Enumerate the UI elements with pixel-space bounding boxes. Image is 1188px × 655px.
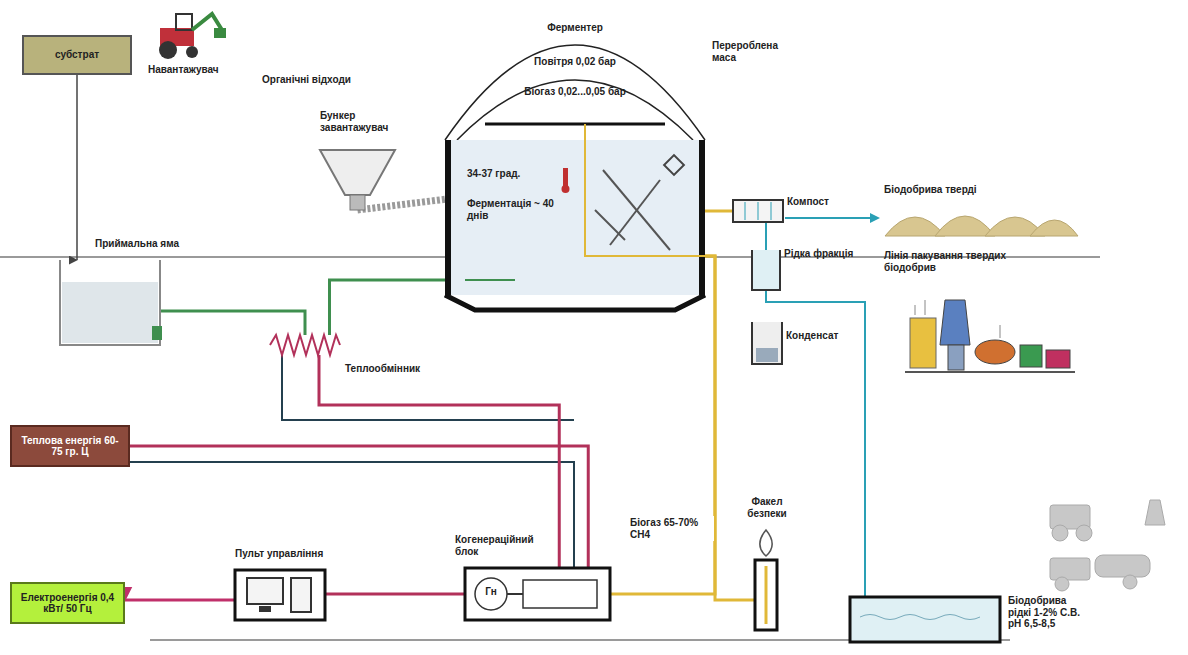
node-title: Приймальна яма bbox=[95, 238, 210, 250]
receiving-pit: Приймальна яма bbox=[60, 260, 160, 345]
electricity-box: Електроенергія 0,4 кВт/ 50 Гц bbox=[10, 582, 125, 624]
loading-hopper-outline bbox=[320, 150, 395, 210]
separator: Компост bbox=[733, 200, 783, 222]
pipe-connector bbox=[610, 256, 715, 594]
node-title: Ферментер bbox=[525, 22, 625, 34]
diagram-label: Навантажувач bbox=[148, 64, 238, 76]
pipe-connector bbox=[765, 222, 767, 250]
safety-flare-outline bbox=[755, 560, 777, 630]
condensate-tank-outline bbox=[752, 322, 782, 364]
compost-arrow bbox=[785, 213, 880, 223]
node-text: Гн bbox=[479, 586, 503, 598]
loading-hopper: Бункер завантажувач bbox=[320, 150, 395, 210]
pipe-connector bbox=[76, 75, 78, 260]
node-title: Компост bbox=[787, 196, 847, 208]
node-title: субстрат bbox=[55, 49, 99, 61]
liquid-fraction-container-outline bbox=[752, 250, 780, 290]
fermenter: ФерментерПовітря 0,02 барБіогаз 0,02...0… bbox=[445, 40, 705, 310]
heat-energy-box: Теплова енергія 60-75 гр. Ц bbox=[10, 425, 130, 467]
pipe-connector bbox=[325, 593, 465, 596]
safety-flare: Факел безпеки bbox=[755, 560, 777, 630]
liquid-fertilizer-tank: Біодобрива рідкі 1-2% С.В. pH 6,5-8,5 bbox=[850, 597, 1000, 642]
node-title: Теплообмінник bbox=[345, 363, 445, 375]
receiving-pit-outline bbox=[60, 260, 160, 345]
tractors-with-tankers bbox=[1050, 500, 1165, 591]
node-text: Повітря 0,02 бар bbox=[530, 56, 620, 68]
node-title: Електроенергія 0,4 кВт/ 50 Гц bbox=[18, 592, 117, 615]
pipe-connector bbox=[160, 311, 305, 335]
node-title: Когенераційний блок bbox=[455, 534, 545, 557]
diagram-label: Біодобрива тверді bbox=[884, 184, 1004, 196]
node-text: 34-37 град. bbox=[467, 168, 557, 180]
node-title: Конденсат bbox=[786, 330, 861, 342]
pipe-connector bbox=[130, 446, 588, 568]
node-text: Ферментація ~ 40 днів bbox=[467, 198, 572, 221]
connector-label: Біогаз 65-70% CH4 bbox=[628, 516, 714, 541]
diagram-label: Органічні відходи bbox=[262, 74, 372, 86]
pipe-connector bbox=[125, 599, 235, 602]
ground-line bbox=[0, 257, 1100, 640]
substrate-box: субстрат bbox=[22, 35, 132, 75]
node-title: Рідка фракція bbox=[784, 248, 869, 260]
pipe-connector bbox=[330, 280, 446, 335]
node-title: Бункер завантажувач bbox=[320, 110, 410, 133]
pipe-connector bbox=[705, 209, 733, 212]
diagram-label: Лінія пакування твердих біодобрив bbox=[884, 250, 1019, 273]
heat-exchanger: Теплообмінник bbox=[270, 335, 340, 355]
node-text: Біогаз 0,02...0,05 бар bbox=[520, 86, 630, 98]
separator-outline bbox=[733, 200, 783, 222]
cogeneration-unit: Когенераційний блокГн bbox=[465, 568, 610, 620]
pipe-connector bbox=[319, 355, 559, 568]
tractor-loader bbox=[159, 14, 226, 59]
return-heat-line bbox=[130, 355, 574, 568]
liquid-fertilizer-tank-outline bbox=[850, 597, 1000, 642]
node-title: Біодобрива рідкі 1-2% С.В. pH 6,5-8,5 bbox=[1008, 595, 1084, 630]
condensate-tank: Конденсат bbox=[752, 322, 782, 364]
pipe-connector bbox=[358, 199, 446, 210]
node-title: Теплова енергія 60-75 гр. Ц bbox=[18, 435, 122, 458]
packing-line-machinery bbox=[905, 300, 1075, 372]
heat-exchanger-outline bbox=[270, 335, 340, 355]
diagram-label: Перероблена маса bbox=[712, 40, 802, 63]
node-title: Пульт управління bbox=[235, 548, 350, 560]
control-panel: Пульт управління bbox=[235, 570, 325, 620]
control-panel-outline bbox=[235, 570, 325, 620]
liquid-fraction-container: Рідка фракція bbox=[752, 250, 780, 290]
pipe-connector bbox=[705, 256, 755, 600]
compost-piles bbox=[885, 216, 1078, 236]
node-title: Факел безпеки bbox=[737, 496, 797, 519]
